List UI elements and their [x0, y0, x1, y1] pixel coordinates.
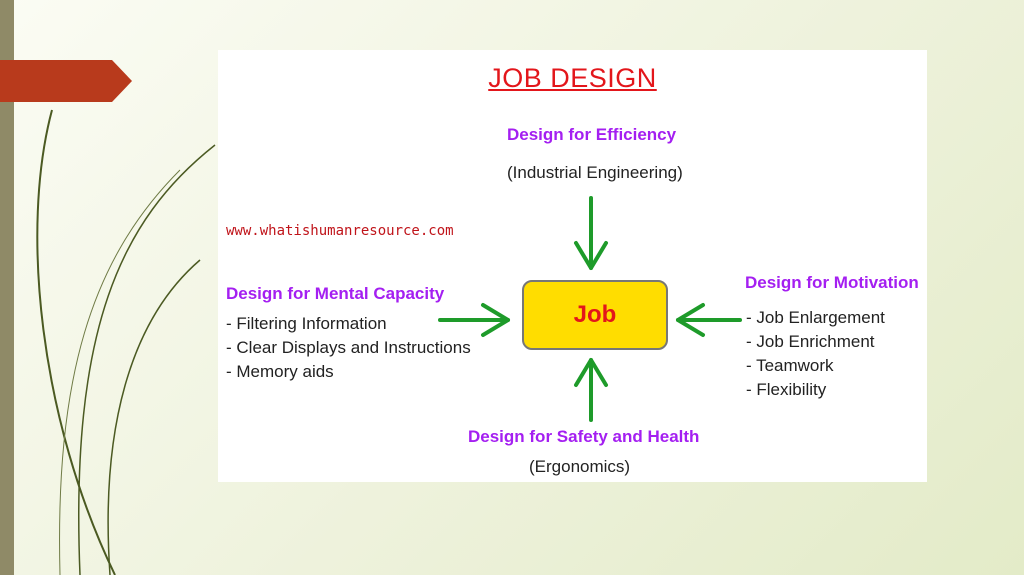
list-item: - Flexibility	[746, 380, 827, 399]
arrow-right-icon	[438, 303, 510, 337]
left-heading: Design for Mental Capacity	[226, 284, 445, 303]
arrow-down-icon	[574, 196, 608, 270]
list-item: - Teamwork	[746, 356, 834, 375]
list-item: - Job Enrichment	[746, 332, 875, 351]
diagram-title: JOB DESIGN	[488, 63, 657, 93]
watermark-url: www.whatishumanresource.com	[226, 223, 454, 239]
arrow-left-icon	[676, 303, 742, 337]
job-design-diagram: JOB DESIGN www.whatishumanresource.com D…	[218, 50, 927, 482]
job-label: Job	[573, 301, 617, 328]
decorative-swoosh-lines	[36, 109, 216, 575]
slide-left-bar	[0, 0, 14, 575]
arrow-up-icon	[574, 358, 608, 422]
title-accent-tab	[0, 60, 132, 102]
list-item: - Clear Displays and Instructions	[226, 338, 471, 357]
list-item: - Memory aids	[226, 362, 334, 381]
list-item: - Job Enlargement	[746, 308, 885, 327]
list-item: - Filtering Information	[226, 314, 387, 333]
bottom-heading: Design for Safety and Health	[468, 427, 700, 446]
job-box: Job	[522, 280, 668, 350]
left-list: - Filtering Information - Clear Displays…	[226, 312, 471, 384]
top-heading: Design for Efficiency	[507, 125, 677, 144]
bottom-subtext: (Ergonomics)	[529, 457, 631, 476]
arrows-layer	[438, 196, 742, 422]
right-heading: Design for Motivation	[745, 273, 919, 292]
right-list: - Job Enlargement - Job Enrichment - Tea…	[746, 306, 885, 402]
top-subtext: (Industrial Engineering)	[507, 163, 683, 182]
